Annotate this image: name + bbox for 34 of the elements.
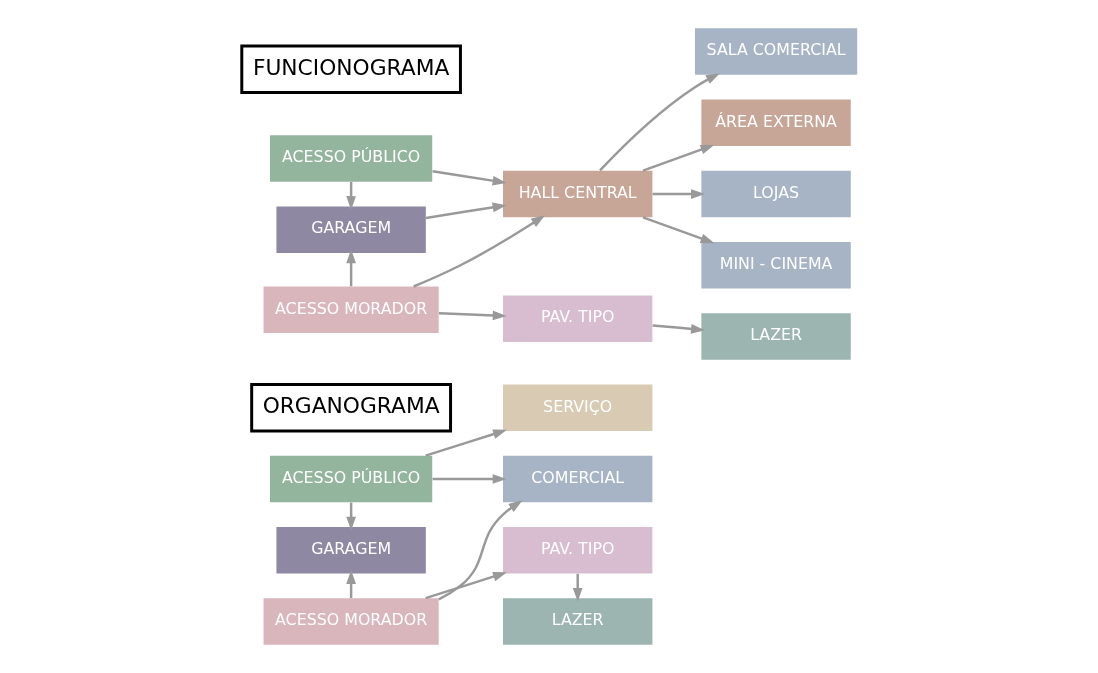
arrow — [652, 189, 705, 199]
node-box: COMERCIAL — [502, 455, 652, 503]
node-box: PAV. TIPO — [502, 295, 652, 342]
arrow — [424, 429, 507, 457]
arrow — [425, 202, 506, 220]
node-box: GARAGEM — [275, 206, 426, 253]
node-box: ORGANOGRAMA — [249, 383, 452, 433]
node-box: GARAGEM — [275, 526, 426, 574]
arrow — [572, 573, 583, 602]
arrow — [431, 169, 506, 186]
node-box: SALA COMERCIAL — [694, 28, 857, 75]
node-box: ACESSO PÚBLICO — [269, 455, 432, 503]
node-box: ÁREA EXTERNA — [700, 99, 851, 147]
node-box: PAV. TIPO — [502, 526, 652, 574]
node-box: LAZER — [502, 598, 652, 645]
arrow — [642, 216, 714, 244]
arrow — [438, 310, 507, 321]
arrow — [652, 324, 705, 334]
arrow — [437, 500, 522, 601]
arrow — [432, 474, 507, 484]
node-box: ACESSO PÚBLICO — [269, 135, 432, 182]
arrow — [412, 215, 545, 288]
arrow — [424, 571, 507, 600]
node-box: MINI - CINEMA — [700, 242, 851, 289]
node-box: ACESSO MORADOR — [263, 598, 439, 645]
node-box: SERVIÇO — [502, 384, 652, 431]
node-box: HALL CENTRAL — [502, 170, 652, 218]
arrow — [642, 144, 714, 172]
arrow — [345, 249, 356, 287]
node-box: FUNCIONOGRAMA — [239, 44, 462, 95]
node-box: LOJAS — [700, 170, 851, 218]
node-box: LAZER — [700, 313, 851, 360]
arrow — [598, 73, 720, 172]
node-box: ACESSO MORADOR — [263, 286, 439, 334]
